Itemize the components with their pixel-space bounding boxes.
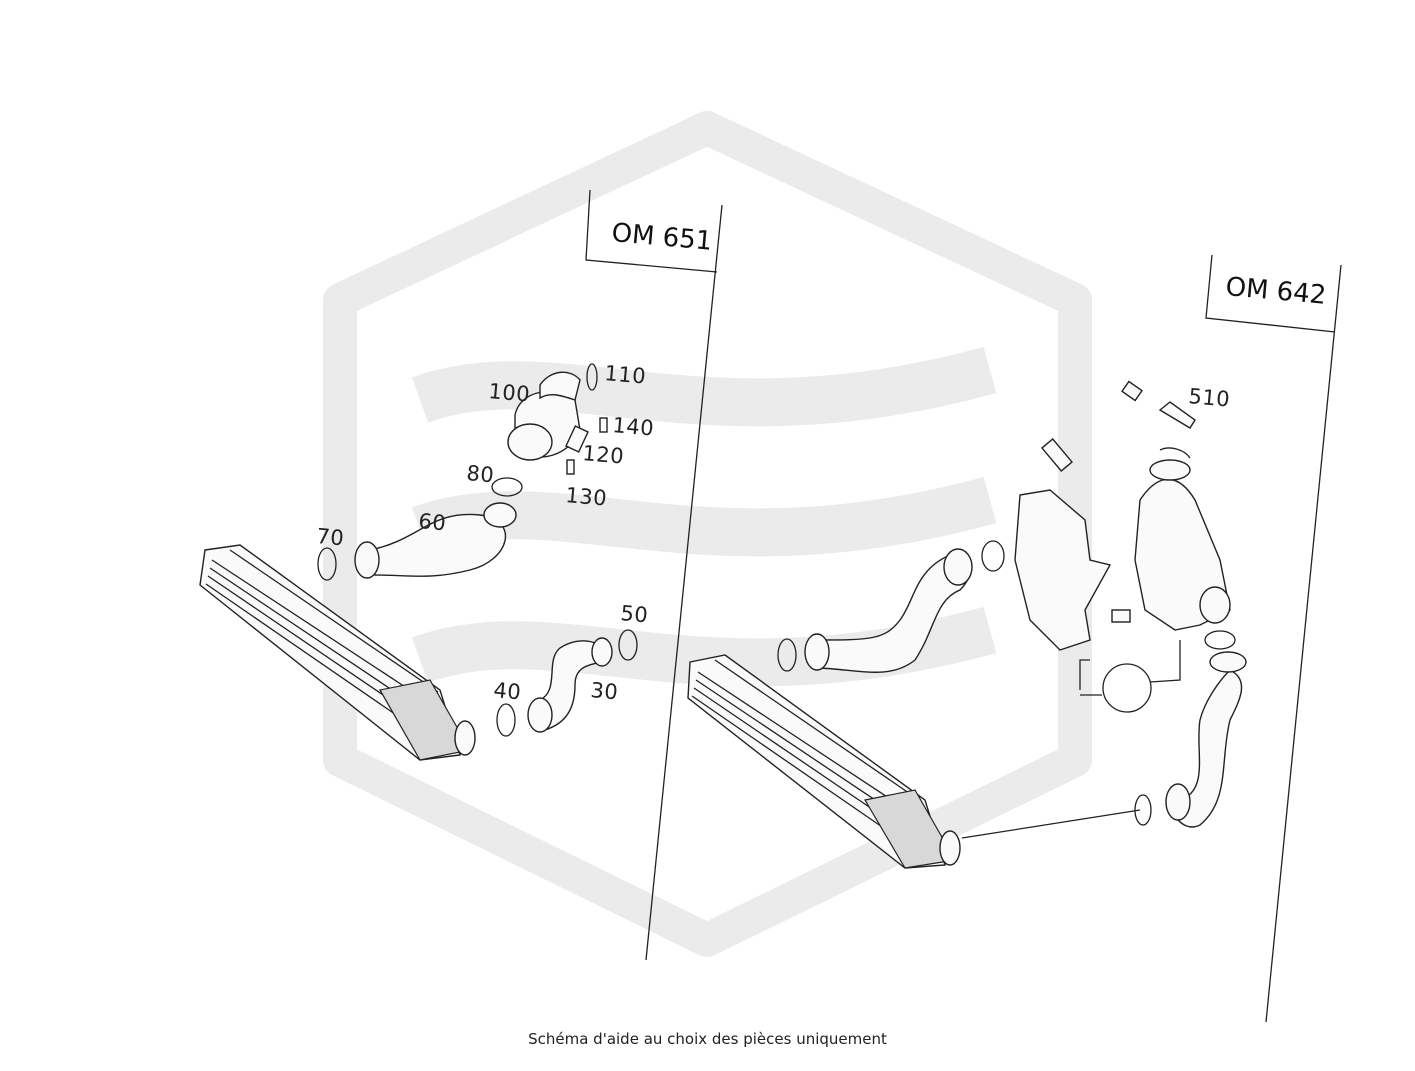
seal-ring-40 bbox=[496, 703, 516, 737]
callout-120: 120 bbox=[582, 441, 626, 469]
bolt-om642-a bbox=[1121, 380, 1143, 402]
callouts-om651: 110 100 140 120 130 80 60 70 50 40 30 bbox=[316, 361, 656, 704]
bolt-om642-c bbox=[1111, 609, 1131, 623]
callout-50: 50 bbox=[620, 601, 650, 627]
callout-40: 40 bbox=[493, 678, 523, 704]
hose-om642-upper bbox=[804, 548, 973, 673]
seal-ring-80 bbox=[491, 477, 523, 497]
o-ring-110 bbox=[586, 363, 598, 391]
callouts-om642: 510 bbox=[1188, 384, 1232, 412]
engine-label-om642: OM 642 bbox=[1224, 272, 1327, 311]
heat-shield-om642 bbox=[1014, 489, 1112, 651]
hose-om642-lower bbox=[1165, 651, 1247, 828]
callout-30: 30 bbox=[590, 678, 620, 704]
intercooler-om642 bbox=[687, 654, 961, 869]
seal-ring-70 bbox=[317, 547, 337, 581]
callout-140: 140 bbox=[612, 413, 656, 441]
intercooler-om651 bbox=[199, 544, 476, 761]
charge-air-distributor-om642 bbox=[1041, 380, 1236, 650]
section-frame-om651: OM 651 bbox=[585, 189, 723, 961]
bolt-130 bbox=[566, 459, 575, 475]
hose-30 bbox=[527, 637, 613, 733]
seal-ring-om642-b bbox=[981, 540, 1005, 572]
callout-510: 510 bbox=[1188, 384, 1232, 412]
callout-130: 130 bbox=[565, 483, 609, 511]
callout-60: 60 bbox=[418, 509, 448, 535]
seal-ring-50 bbox=[618, 629, 638, 661]
callout-70: 70 bbox=[316, 524, 346, 550]
callout-80: 80 bbox=[466, 461, 496, 487]
bolt-om642-b bbox=[1041, 438, 1073, 472]
engine-label-om651: OM 651 bbox=[610, 218, 713, 257]
seal-ring-om642-a bbox=[777, 638, 797, 672]
throttle-body-100 bbox=[507, 363, 608, 475]
bracket-510 bbox=[1158, 401, 1196, 429]
callout-100: 100 bbox=[488, 379, 532, 407]
diagram-caption: Schéma d'aide au choix des pièces unique… bbox=[528, 1030, 887, 1048]
hose-60 bbox=[354, 502, 517, 579]
bolt-140 bbox=[599, 417, 608, 433]
callout-110: 110 bbox=[604, 361, 648, 389]
bracket-120 bbox=[565, 425, 589, 453]
leader-lines-om642 bbox=[961, 640, 1181, 839]
section-frame-om642: OM 642 bbox=[1205, 254, 1342, 1023]
seal-ring-om642-c bbox=[1134, 794, 1152, 826]
